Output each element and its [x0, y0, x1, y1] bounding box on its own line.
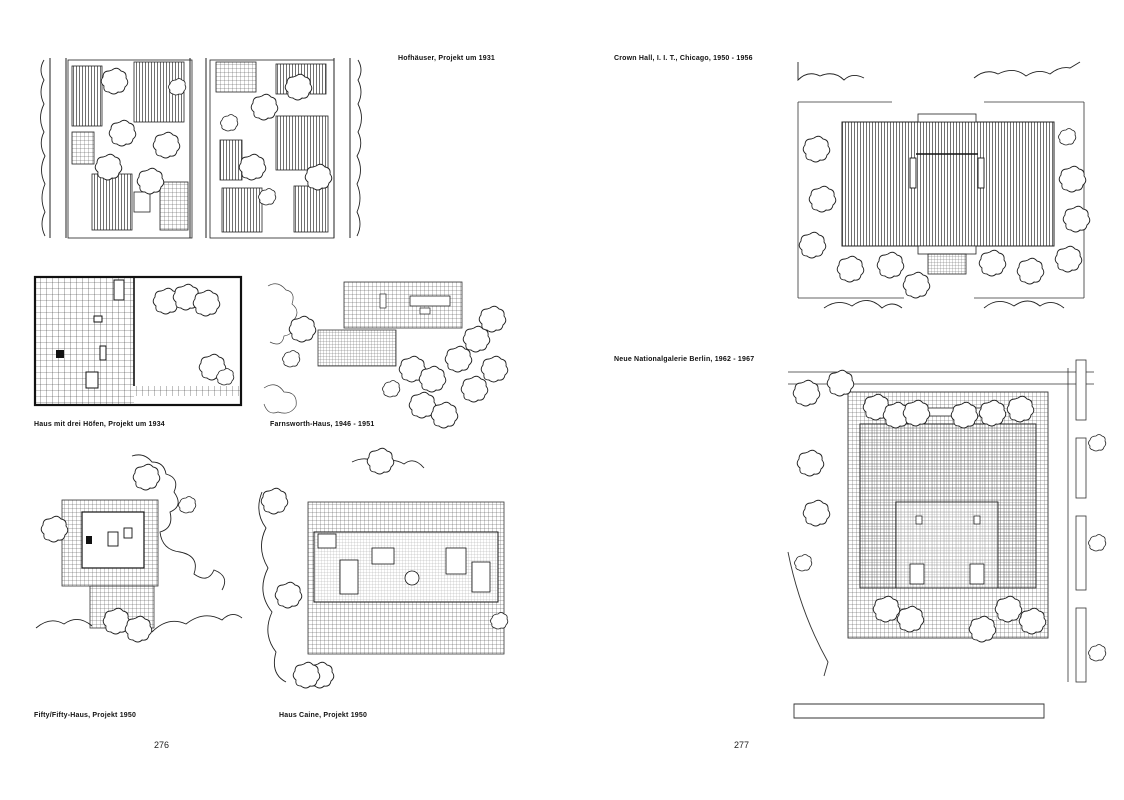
caption-hofhaeuser: Hofhäuser, Projekt um 1931 — [398, 55, 496, 62]
nationalgalerie-plan — [784, 352, 1107, 724]
haus-drei-hoefen-plan — [33, 275, 244, 408]
haus-caine-plan — [252, 447, 509, 702]
caption-farnsworth: Farnsworth-Haus, 1946 - 1951 — [270, 421, 375, 428]
page-number-right: 277 — [734, 740, 750, 750]
farnsworth-plan — [260, 278, 510, 429]
left-page: Hofhäuser, Projekt um 1931 Haus mit drei… — [32, 55, 510, 750]
caption-nationalgalerie: Neue Nationalgalerie Berlin, 1962 - 1967 — [614, 356, 755, 363]
caption-caine: Haus Caine, Projekt 1950 — [279, 712, 368, 719]
caption-fifty-fifty: Fifty/Fifty-Haus, Projekt 1950 — [34, 712, 137, 719]
fifty-fifty-plan — [32, 452, 243, 662]
page-number-left: 276 — [154, 740, 170, 750]
caption-drei-hoefen: Haus mit drei Höfen, Projekt um 1934 — [34, 421, 165, 428]
right-page: Crown Hall, I. I. T., Chicago, 1950 - 19… — [562, 0, 1124, 800]
crown-hall-plan — [784, 58, 1106, 326]
hofhaeuser-plan — [36, 56, 376, 242]
caption-crown-hall: Crown Hall, I. I. T., Chicago, 1950 - 19… — [614, 55, 753, 62]
